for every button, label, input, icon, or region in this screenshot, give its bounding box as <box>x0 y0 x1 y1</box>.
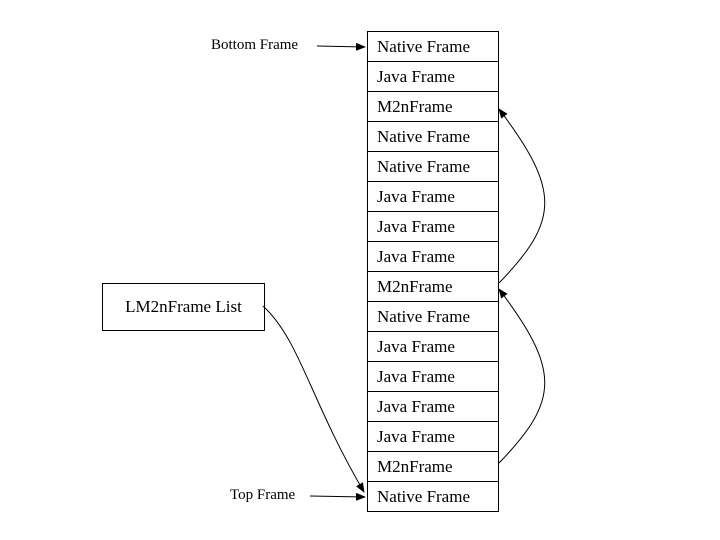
stack-frame: Java Frame <box>368 182 498 212</box>
stack-frame: Java Frame <box>368 332 498 362</box>
stack-frame: Native Frame <box>368 482 498 512</box>
stack-frame: Native Frame <box>368 152 498 182</box>
stack-frame: Java Frame <box>368 62 498 92</box>
stack-frame: M2nFrame <box>368 452 498 482</box>
top-frame-label: Top Frame <box>230 487 296 503</box>
m2n-link-arrow-lower <box>498 288 546 464</box>
stack-frame: Java Frame <box>368 212 498 242</box>
stack-frame: Java Frame <box>368 392 498 422</box>
stack-frame: Java Frame <box>368 422 498 452</box>
stack-frame: Java Frame <box>368 362 498 392</box>
stack-frame: Native Frame <box>368 32 498 62</box>
stack-frame: M2nFrame <box>368 92 498 122</box>
frame-stack: Native Frame Java Frame M2nFrame Native … <box>367 31 499 512</box>
stack-frame: Java Frame <box>368 242 498 272</box>
stack-frame: Native Frame <box>368 302 498 332</box>
list-to-top-frame-arrow <box>262 305 365 493</box>
top-frame-arrow <box>309 492 366 501</box>
bottom-frame-label: Bottom Frame <box>211 37 299 53</box>
stack-frame: M2nFrame <box>368 272 498 302</box>
lm2nframe-list-box: LM2nFrame List <box>102 283 265 331</box>
m2n-link-arrow-upper <box>498 108 546 284</box>
bottom-frame-arrow <box>316 42 366 51</box>
stack-frame: Native Frame <box>368 122 498 152</box>
